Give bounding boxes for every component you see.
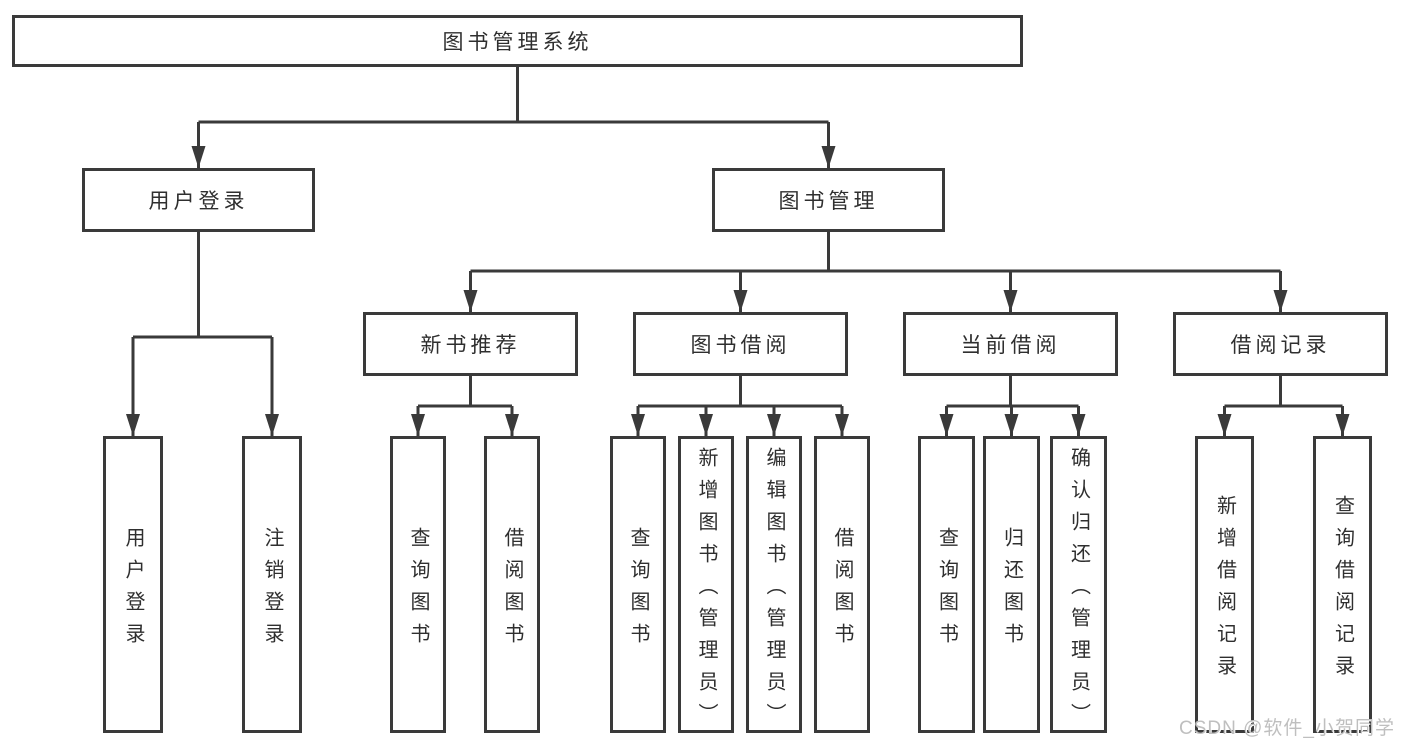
leaf-query-books-recommend-label: 查询图书 (407, 526, 429, 655)
leaf-user-login-label: 用户登录 (122, 526, 144, 655)
node-new-book-recommendation: 新书推荐 (363, 312, 578, 376)
leaf-confirm-return-admin-label: 确认归还（管理员） (1067, 446, 1090, 735)
leaf-query-books-borrowing-label: 查询图书 (627, 526, 649, 655)
node-library-management-system: 图书管理系统 (12, 15, 1023, 67)
leaf-query-borrow-record: 查询借阅记录 (1313, 436, 1372, 733)
connector-root-to-level2 (197, 67, 830, 168)
leaf-user-login: 用户登录 (103, 436, 163, 733)
leaf-add-book-admin-label: 新增图书（管理员） (695, 446, 717, 735)
node-current-borrowing: 当前借阅 (903, 312, 1118, 376)
node-book-borrowing: 图书借阅 (633, 312, 848, 376)
node-user-login: 用户登录 (82, 168, 315, 232)
leaf-logout: 注销登录 (242, 436, 302, 733)
leaf-query-books-current: 查询图书 (918, 436, 975, 733)
connector-user-login-subtree (131, 232, 274, 436)
connector-book-borrowing-subtree (636, 376, 844, 436)
leaf-query-borrow-record-label: 查询借阅记录 (1331, 494, 1354, 687)
leaf-add-book-admin: 新增图书（管理员） (678, 436, 734, 735)
connector-borrowing-records-subtree (1223, 376, 1344, 436)
node-borrowing-records: 借阅记录 (1173, 312, 1388, 376)
leaf-edit-book-admin-label: 编辑图书（管理员） (763, 446, 785, 735)
leaf-query-books-recommend: 查询图书 (390, 436, 446, 733)
connector-new-book-subtree (416, 376, 514, 436)
leaf-query-books-borrowing: 查询图书 (610, 436, 666, 733)
leaf-add-borrow-record-label: 新增借阅记录 (1213, 494, 1236, 687)
connector-book-management-to-level3 (469, 232, 1282, 312)
leaf-borrow-books-label: 借阅图书 (831, 526, 853, 655)
leaf-return-books: 归还图书 (983, 436, 1040, 733)
leaf-confirm-return-admin: 确认归还（管理员） (1050, 436, 1107, 735)
leaf-add-borrow-record: 新增借阅记录 (1195, 436, 1254, 733)
leaf-query-books-current-label: 查询图书 (935, 526, 958, 655)
leaf-edit-book-admin: 编辑图书（管理员） (746, 436, 802, 735)
node-book-management: 图书管理 (712, 168, 945, 232)
leaf-borrow-books-recommend-label: 借阅图书 (501, 526, 523, 655)
leaf-logout-label: 注销登录 (261, 526, 283, 655)
leaf-borrow-books: 借阅图书 (814, 436, 870, 733)
watermark: CSDN @软件_小贺同学 (1179, 718, 1395, 739)
leaf-return-books-label: 归还图书 (1000, 526, 1023, 655)
leaf-borrow-books-recommend: 借阅图书 (484, 436, 540, 733)
